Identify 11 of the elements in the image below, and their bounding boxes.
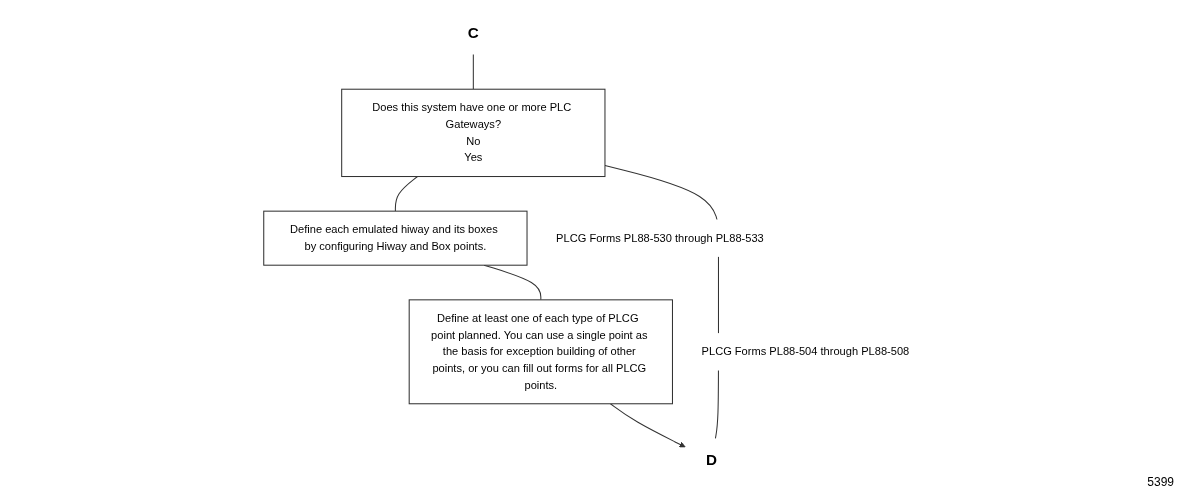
- node-box: Define at least one of each type of PLCG point planned. You can use a single point as the basis for exception building of other points, or you can fill out forms for all PLCG points.: [408, 299, 673, 405]
- connector: [472, 54, 474, 90]
- node-text: C: [467, 24, 479, 42]
- node-text: D: [706, 451, 718, 469]
- node-box: Does this system have one or more PLC Gateways? No Yes: [341, 88, 606, 178]
- arrow: [609, 403, 686, 448]
- connector: [394, 176, 419, 212]
- node-label: PLCG Forms PL88-504 through PL88-508: [701, 345, 910, 358]
- node-box: Define each emulated hiway and its boxes by configuring Hiway and Box points.: [263, 210, 528, 266]
- figure-number: 5399: [1147, 475, 1174, 489]
- node-label: PLCG Forms PL88-530 through PL88-533: [556, 231, 764, 244]
